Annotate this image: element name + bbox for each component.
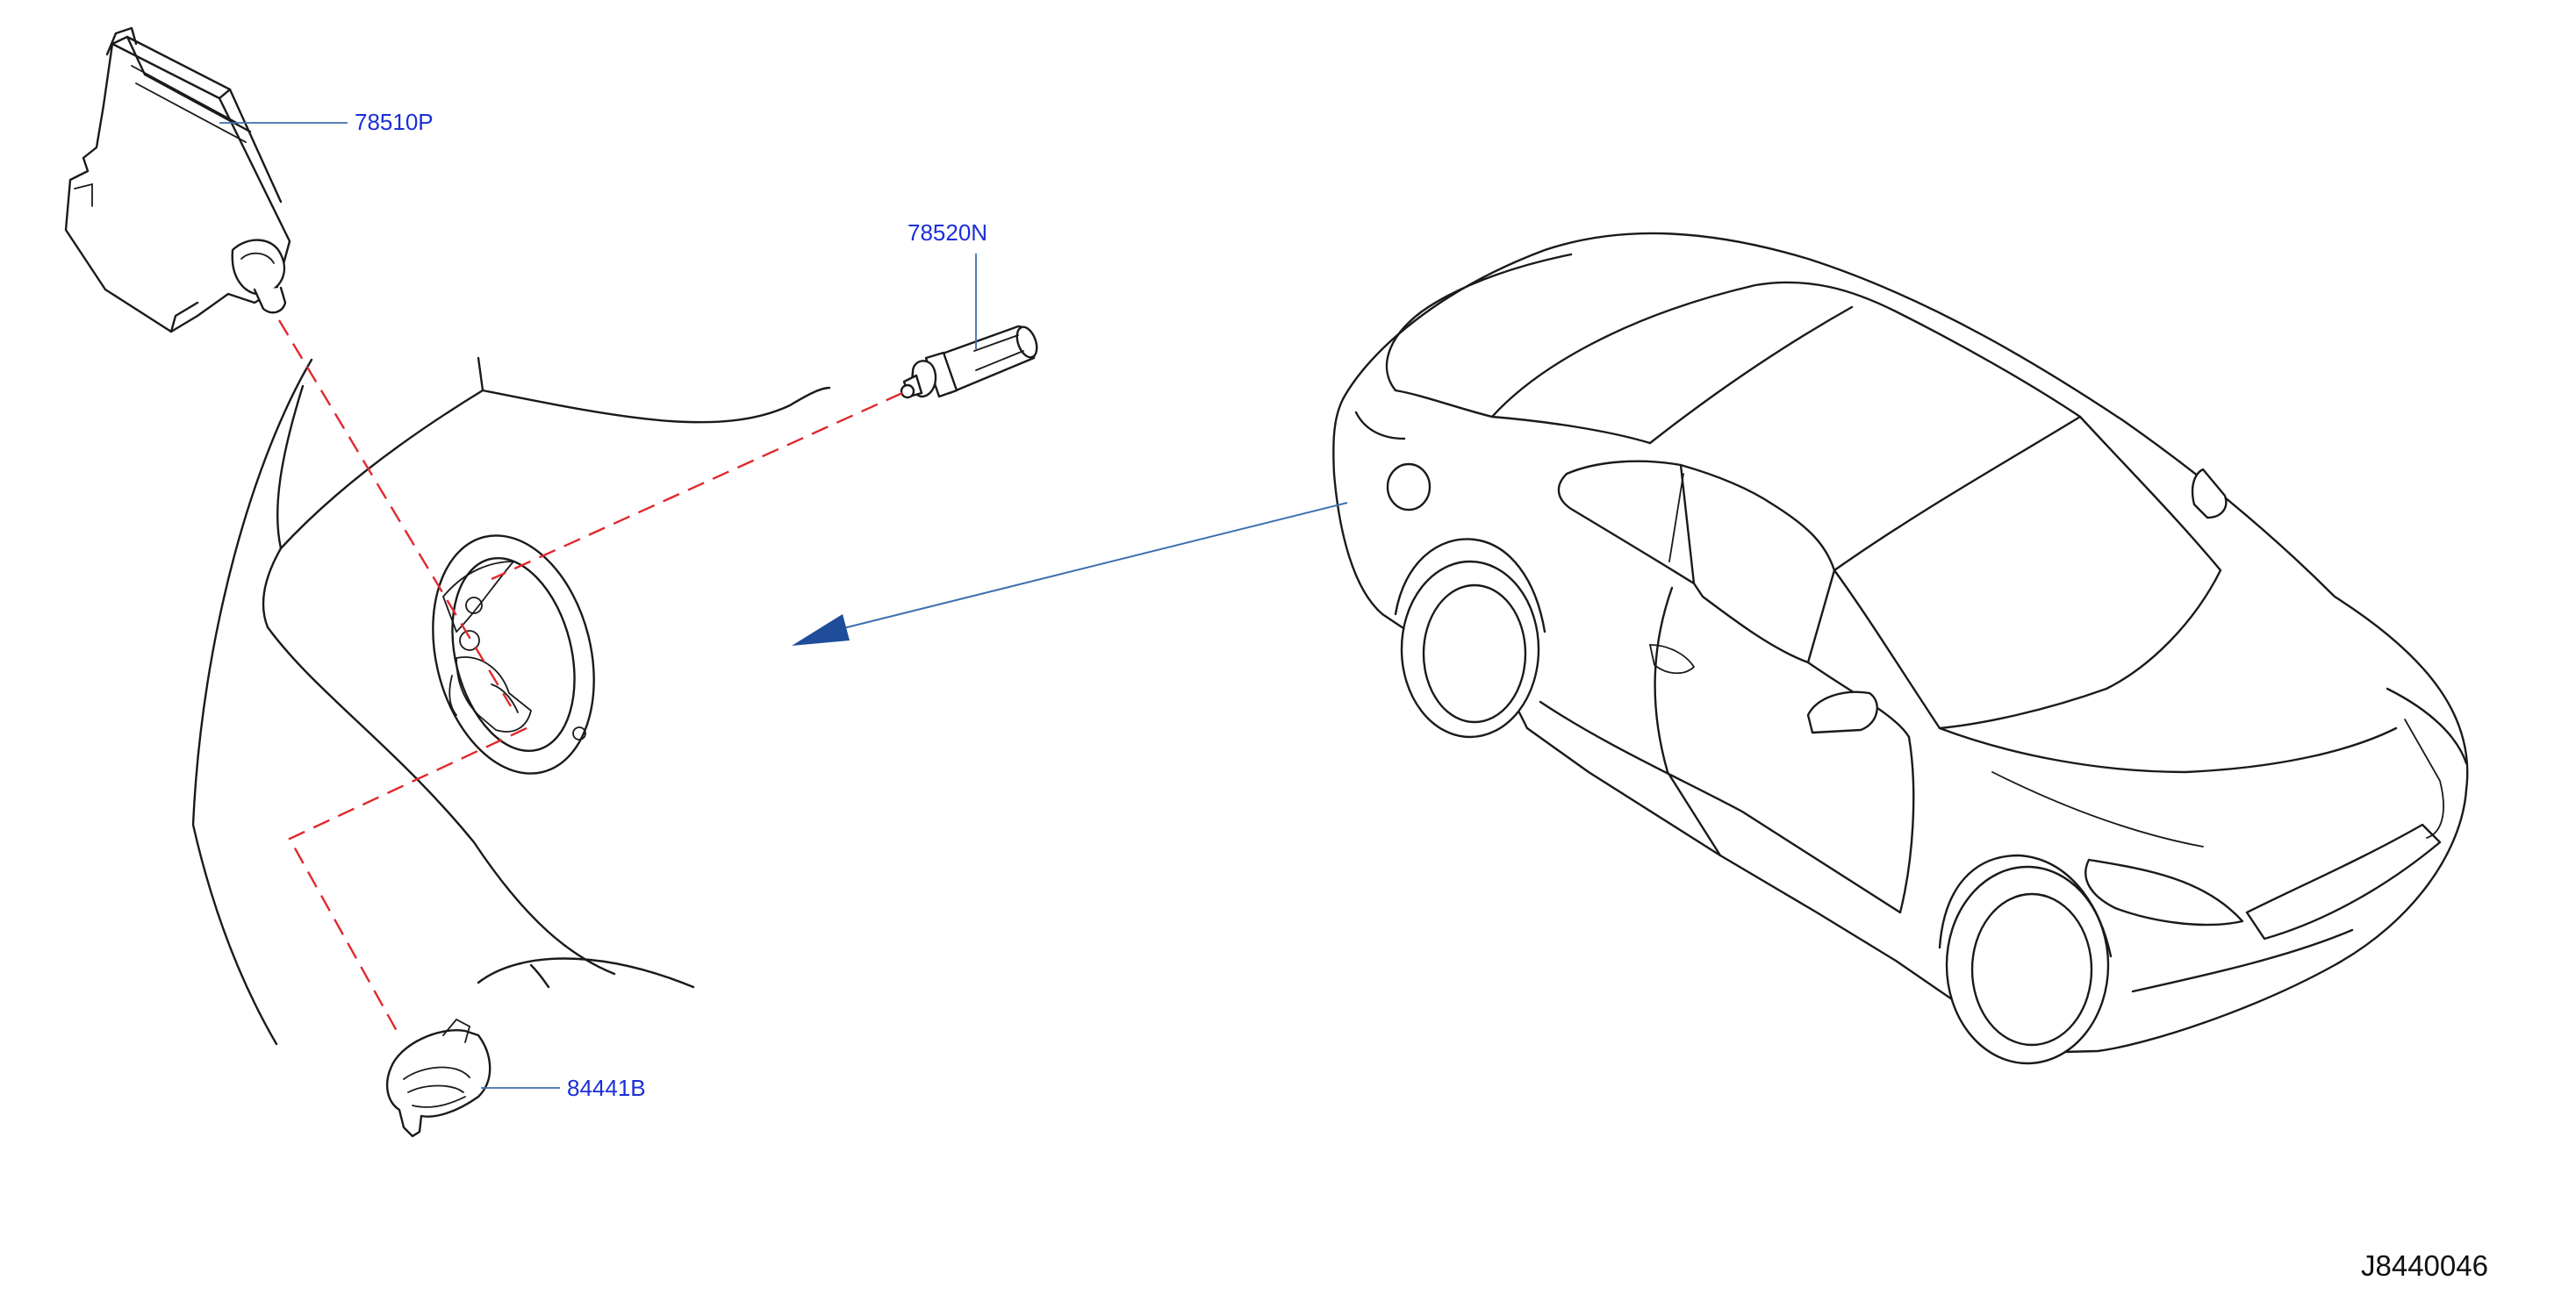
- part-label-78520n: 78520N: [908, 219, 988, 246]
- assembly-line-78520n: [491, 391, 903, 581]
- location-arrow: [792, 502, 1348, 646]
- diagram-code: J8440046: [2361, 1249, 2488, 1282]
- assembly-line-84441b: [288, 726, 527, 1032]
- fuel-filler-lid: [432, 534, 595, 775]
- body-panel-outline: [191, 356, 831, 1046]
- assembly-line-78510p: [277, 319, 513, 707]
- assembly-dashed-lines: [277, 319, 903, 1032]
- part-label-78510p: 78510P: [355, 109, 434, 135]
- lock-rod-78520n: [900, 325, 1038, 399]
- clip-84441b: [385, 1018, 492, 1138]
- car-illustration: [1332, 232, 2469, 1065]
- leader-lines: [219, 122, 977, 1089]
- actuator-78510p: [64, 26, 291, 333]
- part-label-84441b: 84441B: [567, 1075, 646, 1101]
